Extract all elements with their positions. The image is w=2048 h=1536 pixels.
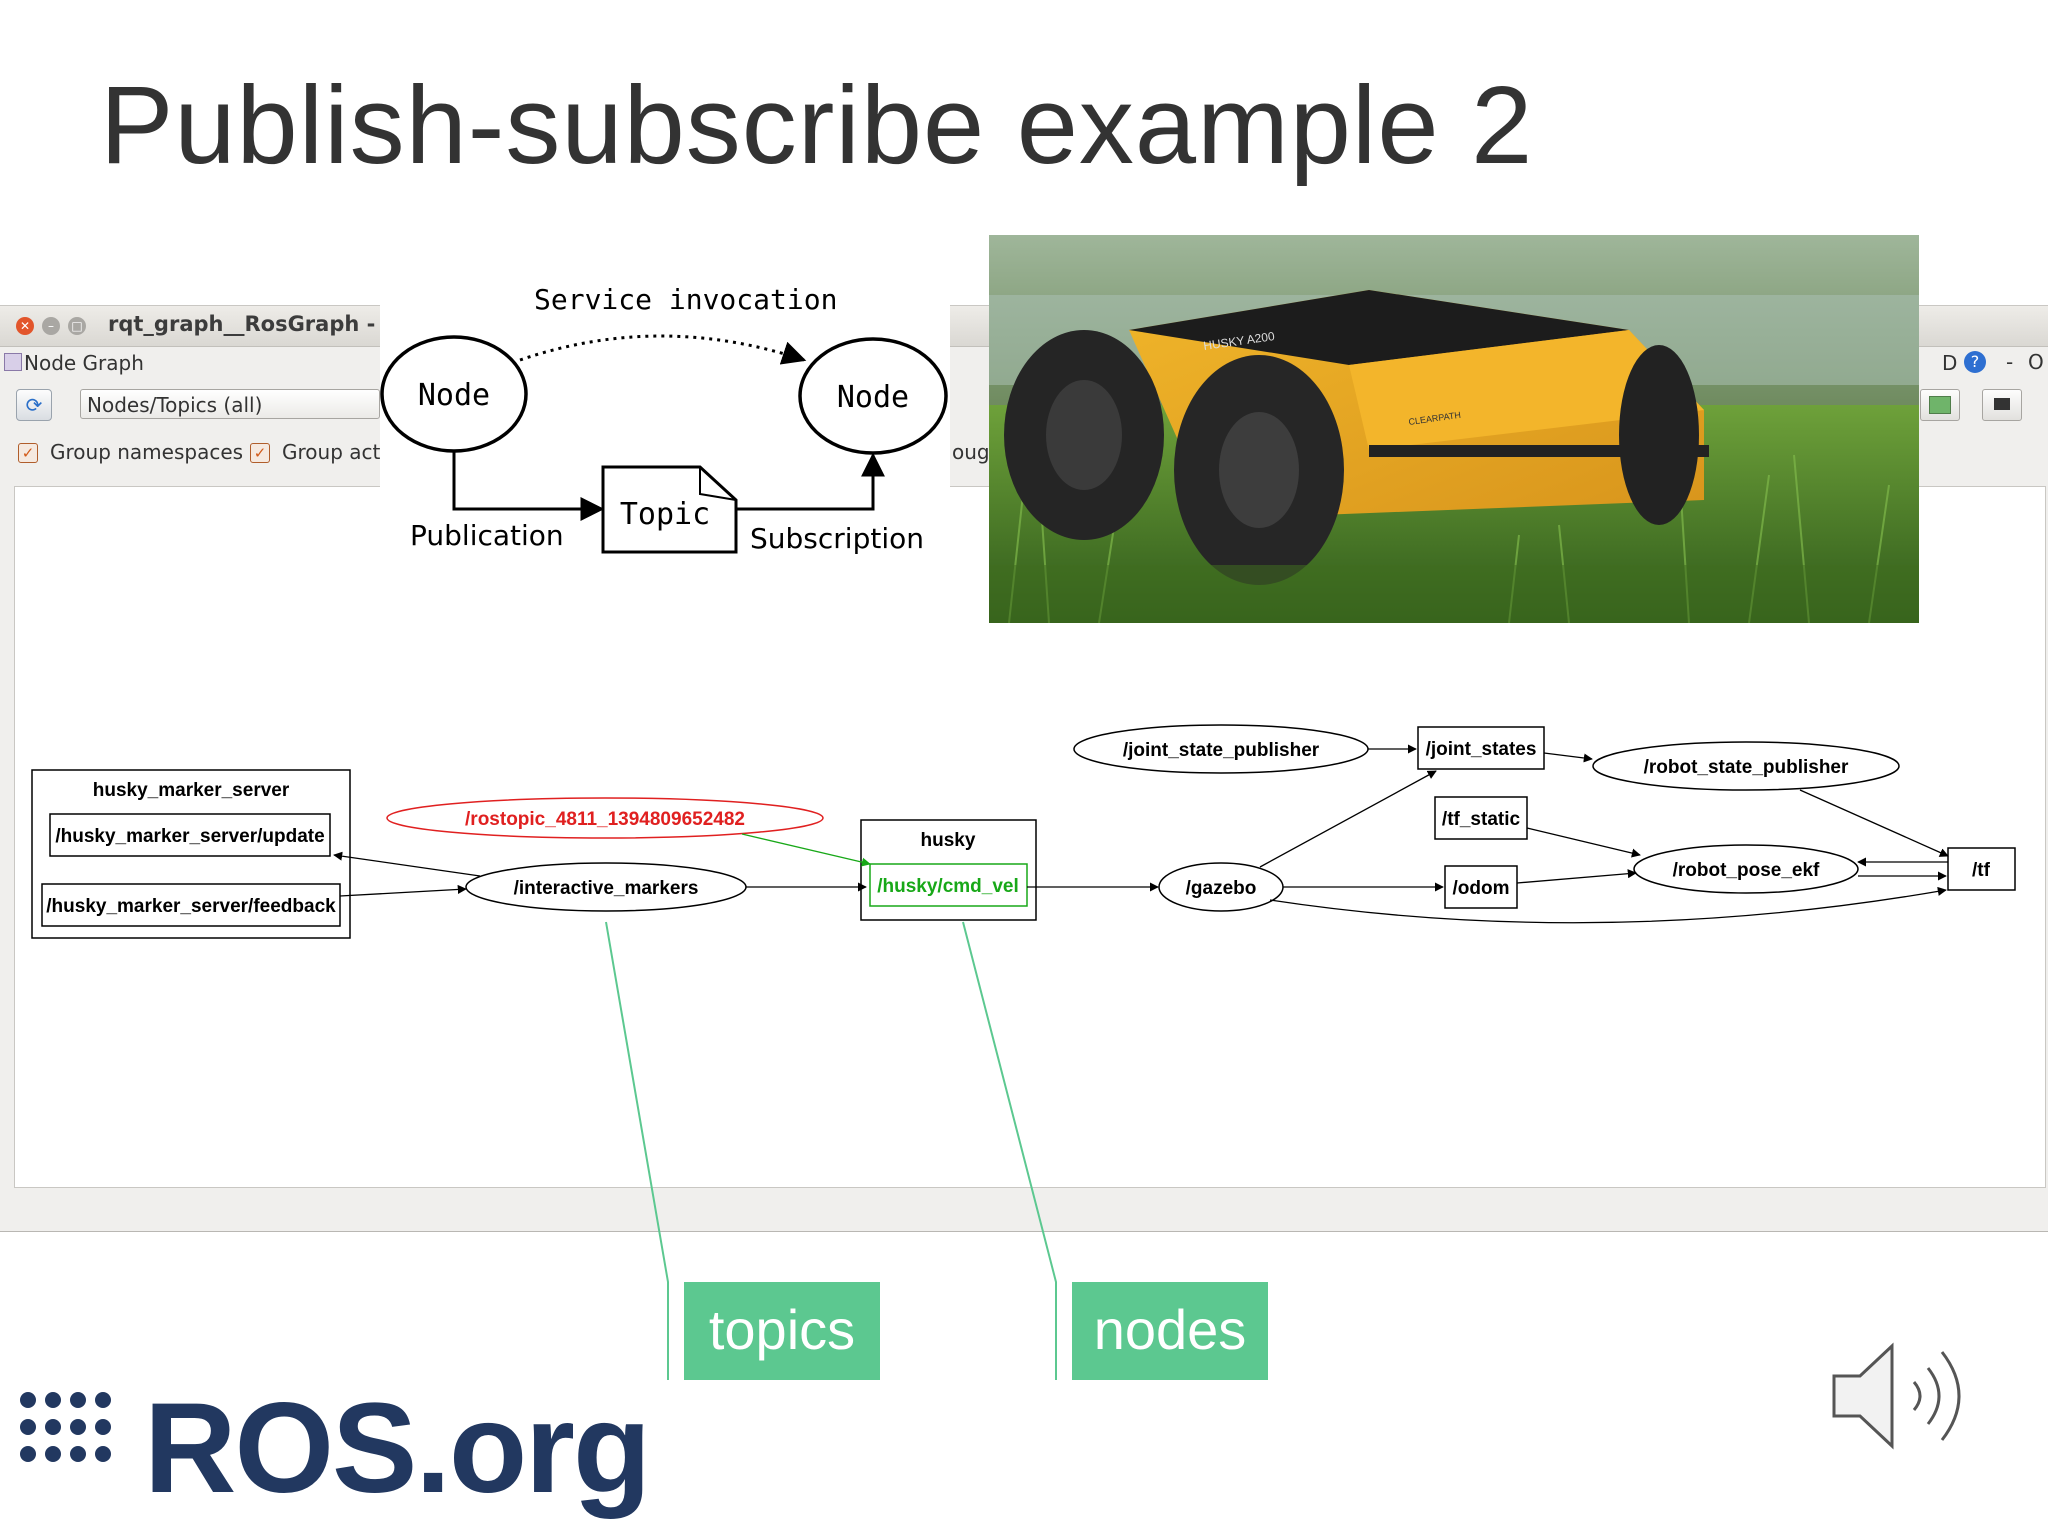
diagram-node-right-label: Node (837, 380, 909, 415)
topic-odom-label: /odom (1453, 878, 1510, 899)
nodes-callout: nodes (1072, 1282, 1268, 1380)
edge-odom-to-ekf (1517, 873, 1636, 883)
diagram-node-left-label: Node (418, 378, 490, 413)
node-interactive-markers-label: /interactive_markers (514, 878, 699, 899)
husky-cluster-label: husky (921, 830, 976, 851)
publication-label: Publication (410, 519, 564, 552)
speaker-icon[interactable] (1830, 1330, 2000, 1460)
pubsub-diagram: Service invocation Node Node Topic Publi… (380, 272, 950, 572)
topic-tf-label: /tf (1972, 860, 1991, 881)
node-robot-state-publisher-label: /robot_state_publisher (1644, 757, 1849, 778)
subscription-arrow (736, 455, 873, 509)
topic-tf-static-label: /tf_static (1442, 809, 1521, 830)
edge-feedback-to-im (340, 889, 466, 896)
edge-gazebo-to-tf (1270, 890, 1946, 923)
topic-cmd-vel-label: /husky/cmd_vel (877, 876, 1019, 897)
service-arrow (520, 336, 804, 360)
ros-org-logo-text: ROS.org (144, 1375, 649, 1522)
publication-arrow (454, 451, 602, 509)
nodes-callout-line (963, 922, 1056, 1380)
node-robot-pose-ekf-label: /robot_pose_ekf (1673, 860, 1820, 881)
subscription-label: Subscription (750, 522, 924, 555)
topic-hms-update-label: /husky_marker_server/update (55, 826, 324, 847)
edge-rsp-to-tf (1800, 790, 1948, 856)
edge-rostopic-to-cmdvel (742, 834, 870, 864)
topics-callout: topics (684, 1282, 880, 1380)
node-rostopic-label: /rostopic_4811_1394809652482 (465, 809, 745, 830)
edge-tfstatic-to-ekf (1527, 828, 1640, 855)
husky-robot-photo: HUSKY A200 CLEARPATH (989, 235, 1919, 623)
service-invocation-label: Service invocation (534, 283, 837, 316)
node-gazebo-label: /gazebo (1186, 878, 1257, 899)
edge-im-to-update (334, 855, 480, 876)
topics-callout-line (606, 922, 668, 1380)
husky-marker-server-label: husky_marker_server (93, 780, 290, 801)
topic-joint-states-label: /joint_states (1426, 739, 1537, 760)
node-joint-state-publisher-label: /joint_state_publisher (1123, 740, 1320, 761)
topic-hms-feedback-label: /husky_marker_server/feedback (46, 896, 336, 917)
topic-label: Topic (620, 497, 710, 532)
edge-jointstates-to-rsp (1544, 753, 1592, 759)
edge-gazebo-to-jointstates (1260, 771, 1436, 867)
ros-logo-dots (18, 1380, 118, 1480)
